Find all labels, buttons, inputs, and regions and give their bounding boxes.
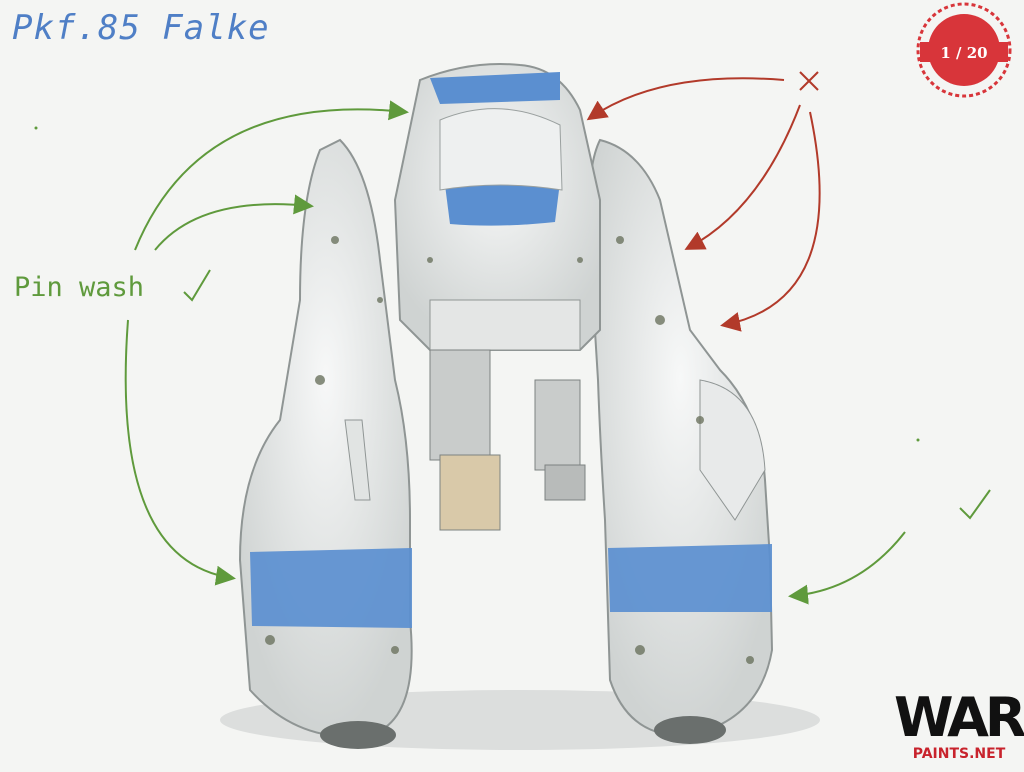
logo-subtext: PAINTS.NET — [912, 746, 1006, 762]
stamp-badge — [916, 2, 1012, 98]
right-engine-pod — [587, 138, 774, 744]
x-mark-icon — [799, 71, 819, 91]
landing-gear — [429, 349, 586, 531]
brand-logo: WAR PAINTS.NET — [884, 686, 1024, 764]
no-wash-arrows — [586, 77, 821, 332]
stamp-label: 1 / 20 — [940, 44, 988, 62]
pin-wash-arrows — [124, 100, 906, 605]
logo-wordmark: WAR — [894, 686, 1024, 749]
central-hull — [393, 63, 601, 351]
pin-wash-label: Pin wash — [14, 272, 145, 303]
watermark-stamp: 1 / 20 — [908, 6, 1020, 100]
chipping-detail — [265, 236, 754, 664]
page-title: Pkf.85 Falke — [12, 8, 270, 48]
left-engine-pod — [238, 138, 413, 749]
check-mark-icon — [183, 269, 991, 520]
